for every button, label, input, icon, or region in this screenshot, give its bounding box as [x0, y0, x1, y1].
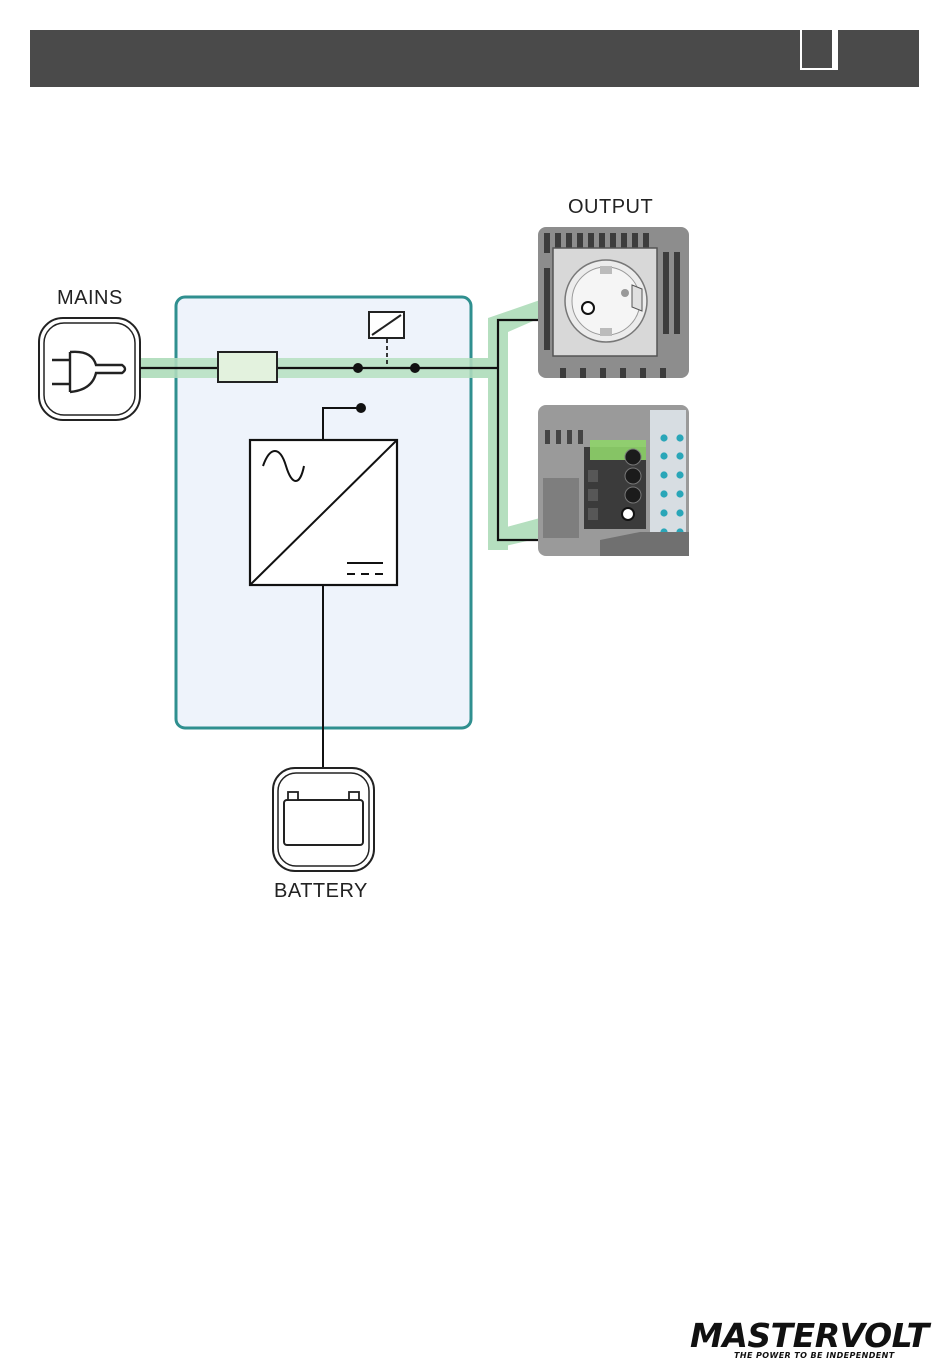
battery-label: BATTERY	[274, 880, 368, 903]
mastervolt-logo: MASTERVOLT THE POWER TO BE INDEPENDENT	[690, 1316, 922, 1364]
logo-tagline: THE POWER TO BE INDEPENDENT	[734, 1351, 895, 1360]
fuse-icon	[218, 352, 277, 382]
plug-icon	[39, 318, 140, 420]
output-label: OUTPUT	[568, 196, 653, 219]
socket-output-icon	[538, 227, 689, 378]
mains-label: MAINS	[57, 287, 123, 310]
logo-brand: MASTERVOLT	[690, 1316, 929, 1355]
terminal-block-icon	[538, 405, 689, 556]
battery-icon	[273, 768, 374, 871]
